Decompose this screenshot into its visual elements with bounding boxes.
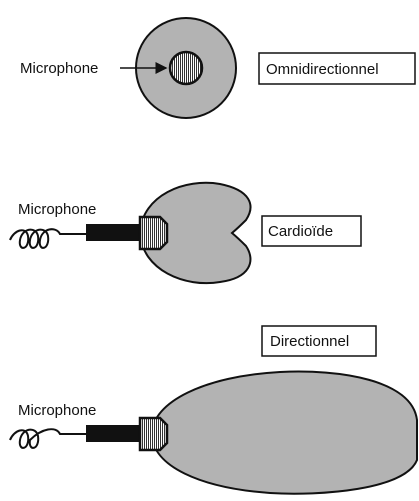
microphone-body-icon: [86, 224, 140, 241]
cardioid-section: Microphone Cardioïde: [10, 183, 361, 283]
cardioid-label: Cardioïde: [268, 223, 333, 240]
microphone-head-icon: [170, 52, 202, 84]
microphone-capsule-icon: [140, 418, 167, 450]
omnidirectional-section: Microphone Omnidirectionnel: [20, 18, 415, 118]
microphone-label: Microphone: [20, 60, 98, 77]
microphone-capsule-icon: [140, 217, 167, 249]
directional-section: Directionnel Microphone: [10, 326, 417, 494]
microphone-body-icon: [86, 425, 140, 442]
microphone-label: Microphone: [18, 402, 96, 419]
directional-label: Directionnel: [270, 333, 349, 350]
microphone-cable-icon: [10, 429, 86, 448]
omnidirectional-label: Omnidirectionnel: [266, 61, 379, 78]
directional-pattern: [152, 372, 417, 494]
microphone-cable-icon: [10, 229, 86, 248]
microphone-label: Microphone: [18, 201, 96, 218]
